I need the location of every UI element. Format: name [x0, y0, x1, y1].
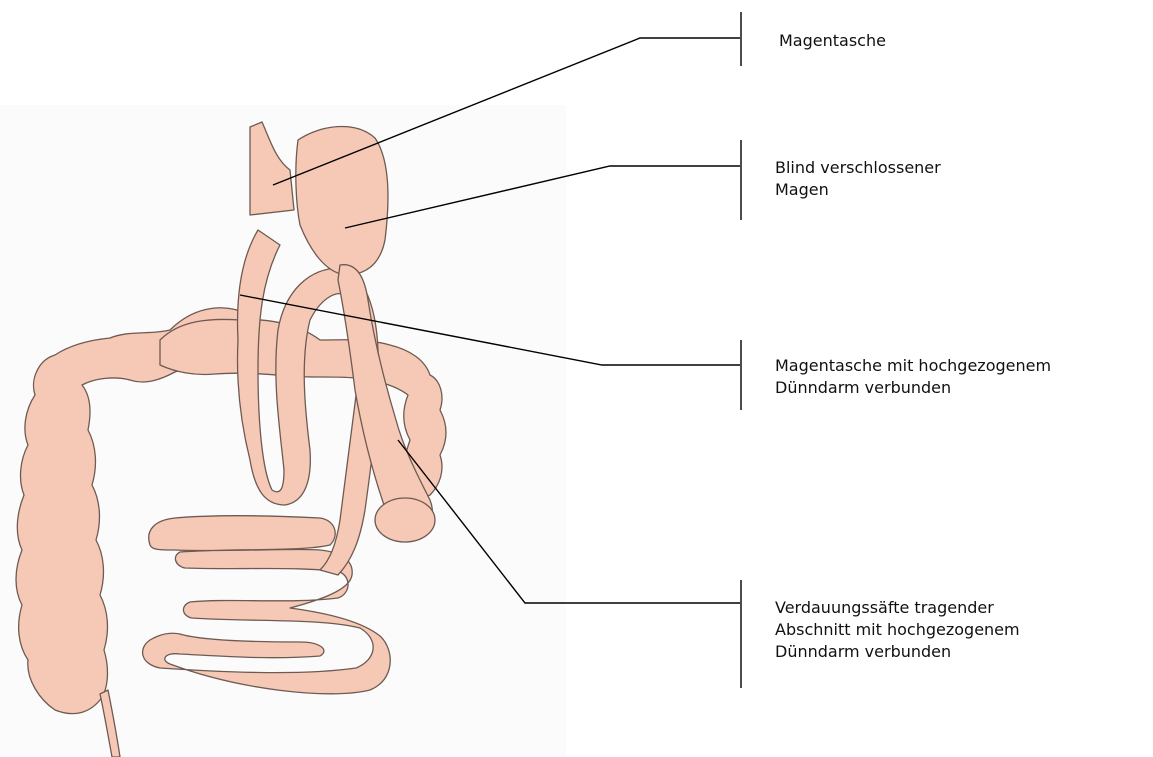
label-1-line-1: Magentasche	[779, 30, 886, 52]
label-4-line-3: Dünndarm verbunden	[775, 641, 1020, 663]
label-blind-verschlossener-magen: Blind verschlossener Magen	[775, 157, 941, 201]
label-magentasche: Magentasche	[779, 30, 886, 52]
colon-end	[375, 498, 435, 542]
label-3-line-1: Magentasche mit hochgezogenem	[775, 355, 1051, 377]
label-4-line-2: Abschnitt mit hochgezogenem	[775, 619, 1020, 641]
label-2-line-1: Blind verschlossener	[775, 157, 941, 179]
label-2-line-2: Magen	[775, 179, 941, 201]
label-verdauungssaefte-abschnitt: Verdauungssäfte tragender Abschnitt mit …	[775, 597, 1020, 663]
label-4-line-1: Verdauungssäfte tragender	[775, 597, 1020, 619]
label-3-line-2: Dünndarm verbunden	[775, 377, 1051, 399]
label-magentasche-verbunden: Magentasche mit hochgezogenem Dünndarm v…	[775, 355, 1051, 399]
